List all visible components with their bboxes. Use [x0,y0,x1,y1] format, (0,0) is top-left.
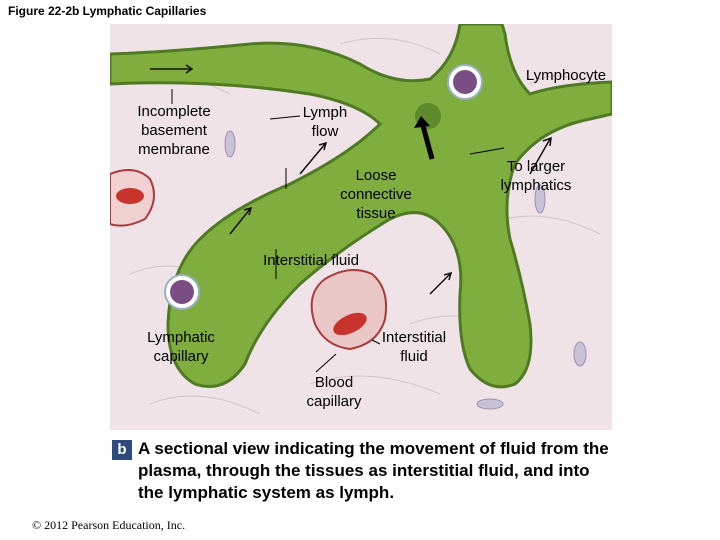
to-larger-lymphatics-label: To larger lymphatics [500,158,572,194]
copyright-notice: © 2012 Pearson Education, Inc. [32,518,186,532]
loose-connective-tissue-label: Loose connective tissue [340,167,412,222]
lymphocyte [453,70,477,94]
incomplete-basement-membrane-label: Incomplete basement membrane [137,103,211,158]
red-blood-cell [333,312,367,336]
lymphatic-capillaries-illustration [110,24,612,430]
lymphocyte [170,280,194,304]
blood-capillary [110,169,388,351]
lymphocyte-label: Lymphocyte [525,67,607,84]
leader-lines [171,89,505,373]
lymphatic-vessel [110,24,612,389]
figure-title: Figure 22-2b Lymphatic Capillaries [8,4,207,18]
red-blood-cell [116,188,144,204]
to-larger-lymphatics-arrow [419,121,435,160]
interstitial-fluid-label-bottom: Interstitial fluid [381,329,447,365]
caption-text: A sectional view indicating the movement… [138,439,609,502]
interstitial-fluid-label-top: Interstitial fluid [263,252,359,269]
lymph-flow-label: Lymph flow [302,104,348,140]
blood-capillary-label: Blood capillary [306,374,362,410]
lymphatic-capillary-label: Lymphatic capillary [147,329,215,365]
flow-arrows [150,64,552,295]
caption-badge: b [112,440,132,460]
lymphocytes [164,64,483,310]
